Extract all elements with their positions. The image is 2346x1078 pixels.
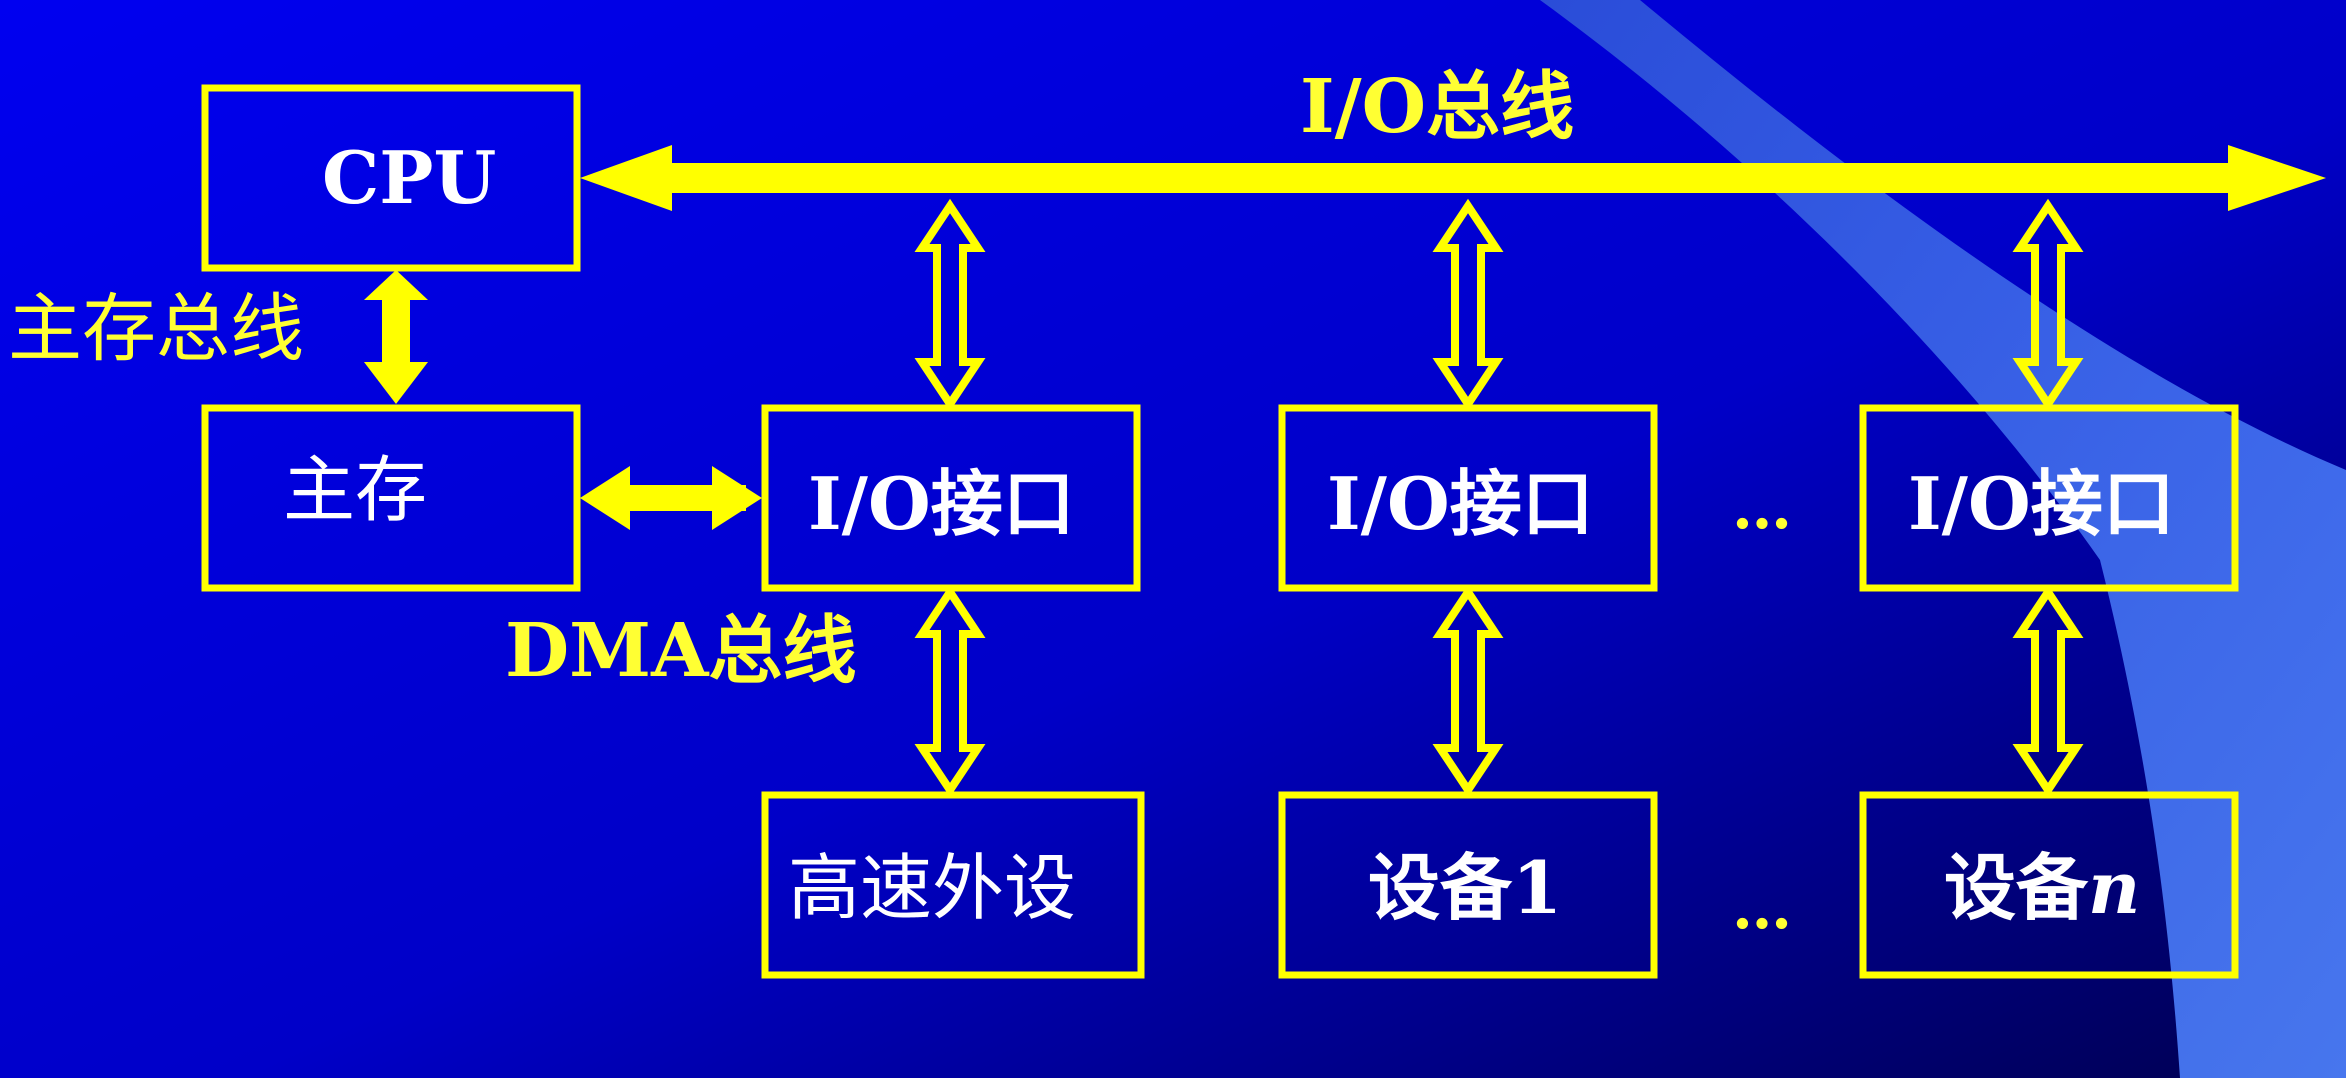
io-interface-n-label: I/O接口 [1908,461,2175,546]
device-1-label: 设备1 [1368,852,1562,924]
io-interface-2-box [1278,404,1658,592]
io-interface-1-label: I/O接口 [808,461,1075,546]
background-accent-wedge [1540,0,2346,1078]
device-n-box [1859,791,2239,979]
interfaces-ellipsis: … [1732,473,1792,543]
device-n-suffix: n [2088,845,2141,930]
device-1-box [1278,791,1658,979]
cpu-box [201,84,581,272]
dma-bus-label: DMA总线 [505,608,857,694]
main-memory-box [201,404,581,592]
main-memory-label: 主存 [283,448,428,532]
high-speed-peripheral-label: 高速外设 [788,846,1077,930]
io-bus-arrow [580,145,2326,211]
connector-interface-n-to-device-n [2012,584,2084,798]
dma-bus-arrow [580,466,762,530]
io-bus-label: I/O总线 [1300,64,1575,150]
device-1-text: 设备1 [1368,845,1563,930]
high-speed-peripheral-box [761,791,1145,979]
main-memory-bus-label: 主存总线 [8,286,304,372]
main-memory-bus-arrow [364,270,428,404]
connector-interface-1-to-high-speed-peripheral [914,584,986,798]
devices-ellipsis: … [1732,873,1792,943]
device-n-prefix: 设备 [1944,845,2089,930]
device-n-label: 设备n [1944,852,2140,924]
io-interface-2-label: I/O接口 [1327,461,1594,546]
connector-bus-to-interface-1 [914,198,986,412]
cpu-label: CPU [322,135,497,220]
io-interface-n-box [1859,404,2239,592]
connector-bus-to-interface-n [2012,198,2084,412]
connector-bus-to-interface-2 [1432,198,1504,412]
io-interface-1-box [761,404,1141,592]
connector-interface-2-to-device-1 [1432,584,1504,798]
